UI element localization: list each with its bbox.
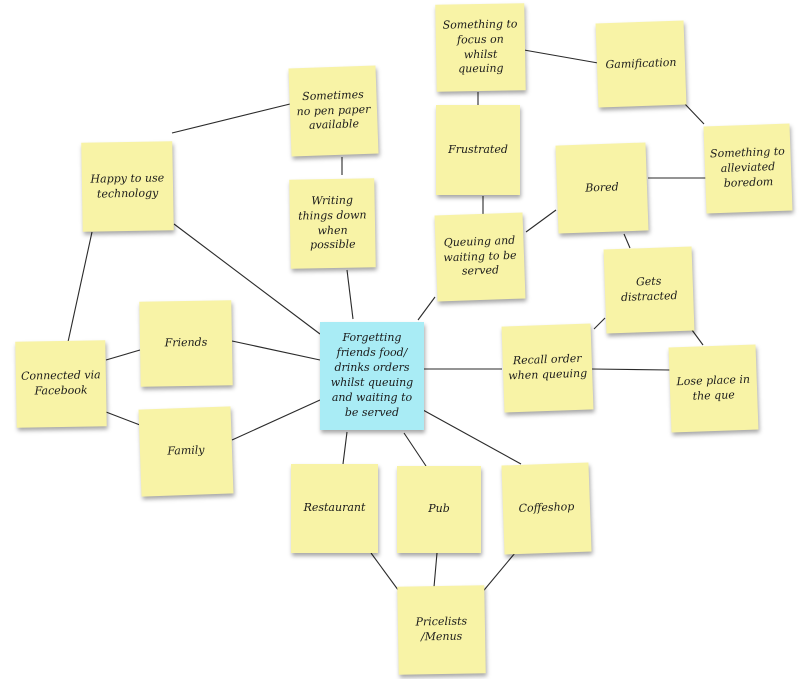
note-coffeshop[interactable]: Coffeshop <box>501 462 592 555</box>
connector <box>342 431 348 465</box>
connector <box>593 317 606 330</box>
note-focus-queuing[interactable]: Something to focus on whilst queuing <box>435 3 526 92</box>
connector <box>523 49 599 64</box>
note-bored[interactable]: Bored <box>555 142 649 234</box>
note-gamification[interactable]: Gamification <box>595 20 687 108</box>
note-queuing-waiting[interactable]: Queuing and waiting to be served <box>434 212 526 302</box>
connector <box>171 103 291 134</box>
connector <box>422 409 522 465</box>
connector <box>105 411 141 426</box>
connector <box>683 102 705 125</box>
note-family[interactable]: Family <box>138 406 234 497</box>
note-pricelists-menus[interactable]: Pricelists /Menus <box>397 585 486 675</box>
note-recall-order[interactable]: Recall order when queuing <box>501 323 594 413</box>
connector <box>623 233 631 249</box>
connector <box>67 231 93 343</box>
note-lose-place[interactable]: Lose place in the que <box>668 344 759 433</box>
note-central-problem[interactable]: Forgetting friends food/ drinks orders w… <box>320 322 424 430</box>
connector <box>403 432 427 467</box>
connector <box>105 349 141 361</box>
connector <box>231 399 321 441</box>
connector <box>417 296 436 321</box>
connector <box>479 552 516 596</box>
connector <box>231 340 321 361</box>
note-restaurant[interactable]: Restaurant <box>291 464 378 553</box>
note-gets-distracted[interactable]: Gets distracted <box>603 246 695 334</box>
note-alleviate-boredom[interactable]: Something to alleviated boredom <box>703 123 793 214</box>
note-pub[interactable]: Pub <box>397 466 481 553</box>
note-no-pen-paper[interactable]: Sometimes no pen paper available <box>288 65 379 157</box>
note-happy-technology[interactable]: Happy to use technology <box>81 141 174 232</box>
note-writing-down[interactable]: Writing things down when possible <box>289 178 376 269</box>
connector <box>173 223 321 335</box>
note-friends[interactable]: Friends <box>139 300 233 387</box>
note-frustrated[interactable]: Frustrated <box>436 105 520 195</box>
note-connected-facebook[interactable]: Connected via Facebook <box>15 340 107 428</box>
connector <box>691 329 704 346</box>
connector <box>525 209 557 233</box>
connector <box>346 269 354 320</box>
connector <box>591 368 671 371</box>
connector <box>433 552 438 588</box>
